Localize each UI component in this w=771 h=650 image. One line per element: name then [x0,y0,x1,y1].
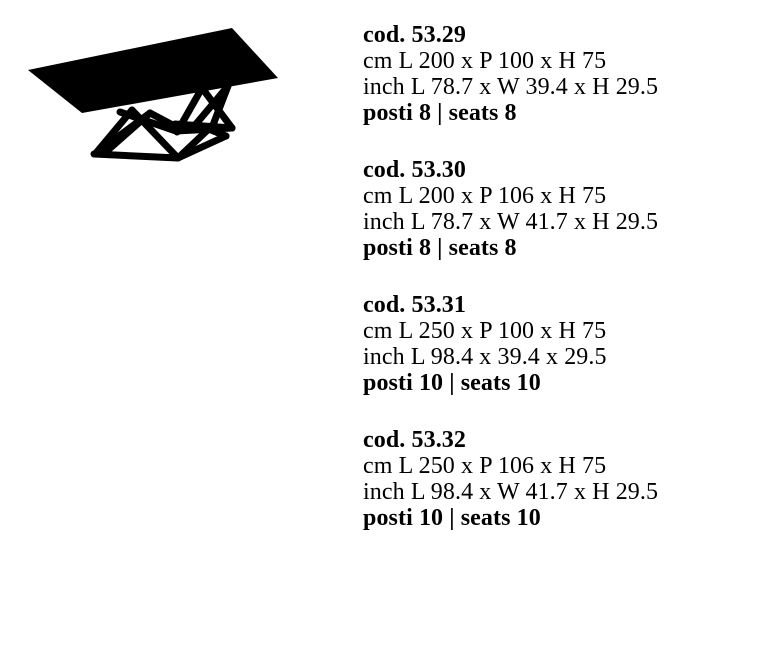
table-base-truss [90,82,236,162]
specification-list: cod. 53.29 cm L 200 x P 100 x H 75 inch … [363,22,763,531]
product-illustration [0,0,330,200]
spec-block: cod. 53.30 cm L 200 x P 106 x H 75 inch … [363,157,763,261]
table-top [28,28,278,113]
dimensions-metric: cm L 200 x P 100 x H 75 [363,48,607,74]
dimensions-metric: cm L 250 x P 100 x H 75 [363,318,607,344]
spec-block: cod. 53.29 cm L 200 x P 100 x H 75 inch … [363,22,763,126]
dimensions-metric: cm L 250 x P 106 x H 75 [363,453,607,479]
product-code: cod. 53.31 [363,292,466,318]
dimensions-imperial: inch L 78.7 x W 41.7 x H 29.5 [363,209,659,235]
dimensions-imperial: inch L 98.4 x 39.4 x 29.5 [363,344,607,370]
seat-count: posti 10 | seats 10 [363,370,541,396]
table-silhouette-icon [28,28,278,162]
product-code: cod. 53.32 [363,427,466,453]
seat-count: posti 10 | seats 10 [363,505,541,531]
product-code: cod. 53.30 [363,157,466,183]
spec-block: cod. 53.32 cm L 250 x P 106 x H 75 inch … [363,427,763,531]
spec-block: cod. 53.31 cm L 250 x P 100 x H 75 inch … [363,292,763,396]
dimensions-imperial: inch L 98.4 x W 41.7 x H 29.5 [363,479,659,505]
dimensions-imperial: inch L 78.7 x W 39.4 x H 29.5 [363,74,659,100]
seat-count: posti 8 | seats 8 [363,100,517,126]
seat-count: posti 8 | seats 8 [363,235,517,261]
dimensions-metric: cm L 200 x P 106 x H 75 [363,183,607,209]
product-code: cod. 53.29 [363,22,466,48]
